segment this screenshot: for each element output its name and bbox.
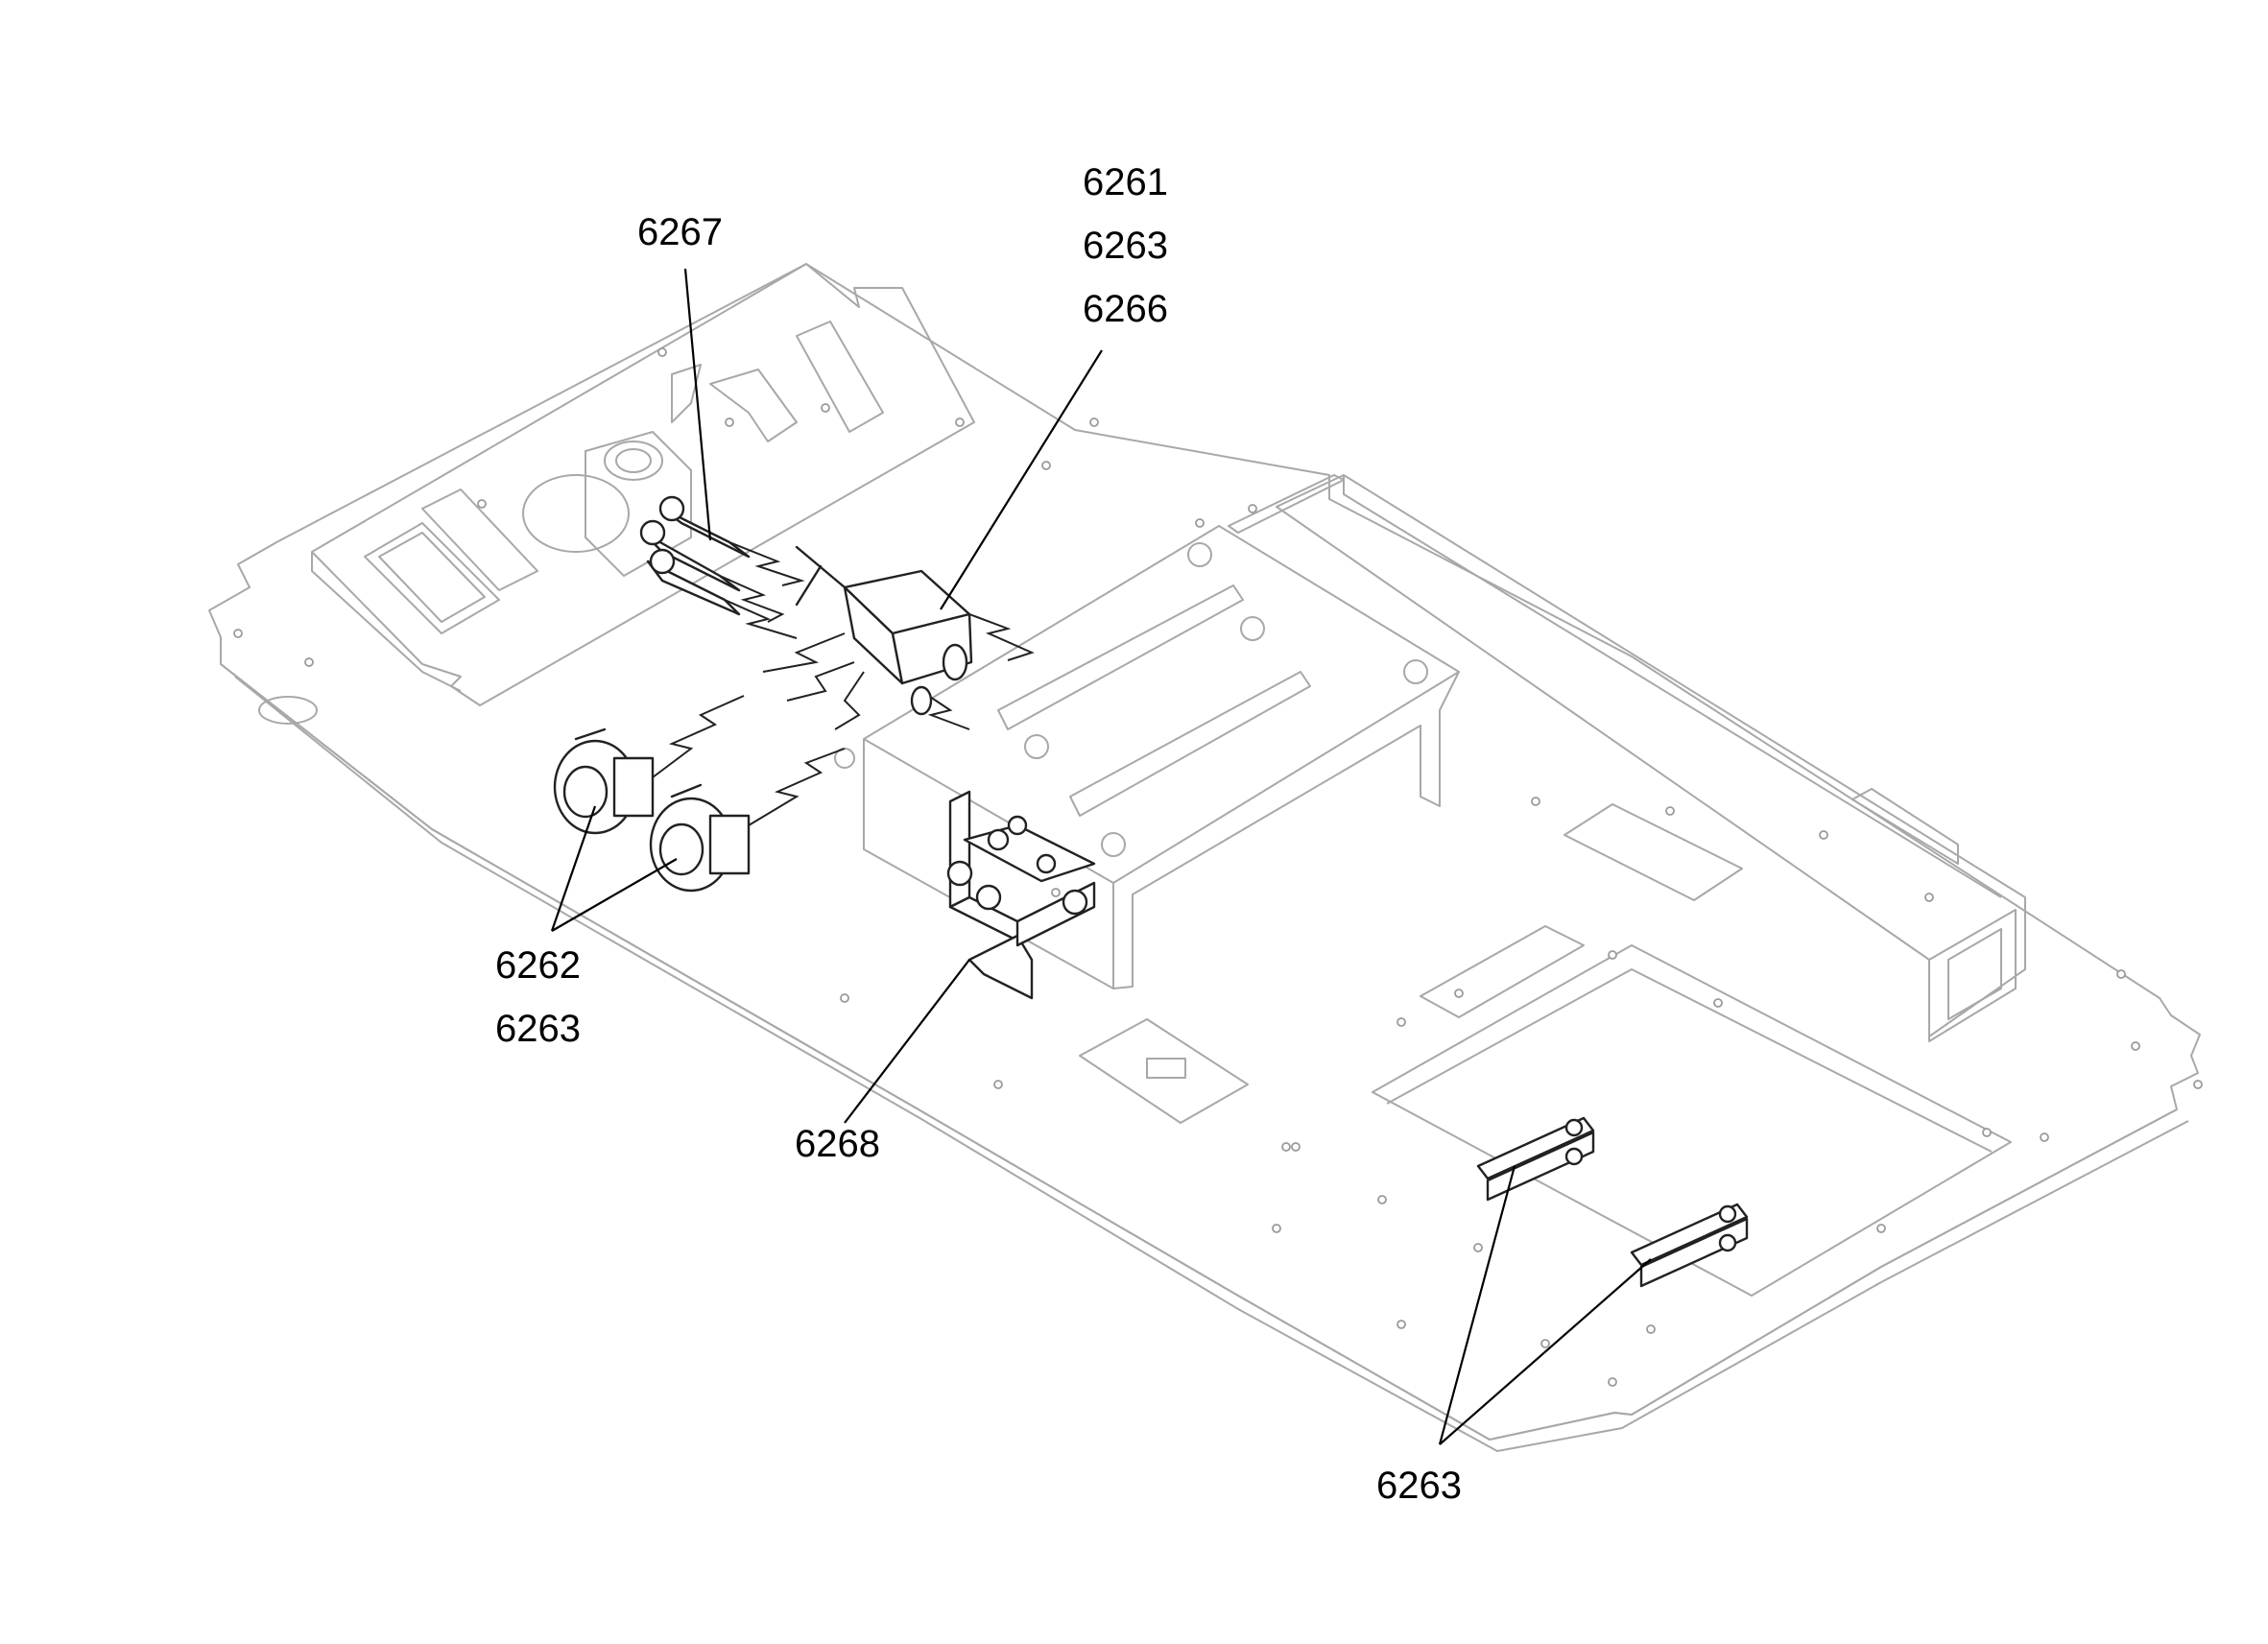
leader-6262-a [550,805,597,932]
callout-6261: 6261 [1083,161,1168,203]
leader-6262-b [551,858,678,932]
valve-block-6268 [946,790,1096,1000]
leader-6268 [844,959,970,1124]
callout-6266: 6266 [1083,288,1168,330]
hose-bundle-6267 [639,495,805,639]
leader-6263-a [1438,1165,1516,1445]
left-top-plate [311,263,975,706]
leader-lines [550,268,1652,1445]
pressure-switches-6262 [553,695,846,893]
callout-6263-top: 6263 [1083,225,1168,267]
central-box [863,474,1460,989]
callout-6263-left: 6263 [495,1008,581,1050]
callout-6268: 6268 [795,1123,880,1165]
callout-6267: 6267 [637,211,723,253]
plate-openings [1079,803,2012,1297]
manifold-block-6261 [762,545,1035,730]
slide-rails-6263 [1476,1116,1749,1288]
right-frame [1276,474,2026,1042]
callout-6262: 6262 [495,944,581,987]
leader-6266 [940,349,1103,610]
base-plate [208,263,2201,1452]
callout-6263-bottom: 6263 [1376,1465,1462,1507]
leader-6267 [683,268,712,541]
leader-6263-b [1439,1258,1652,1445]
mounting-holes [233,347,2203,1387]
